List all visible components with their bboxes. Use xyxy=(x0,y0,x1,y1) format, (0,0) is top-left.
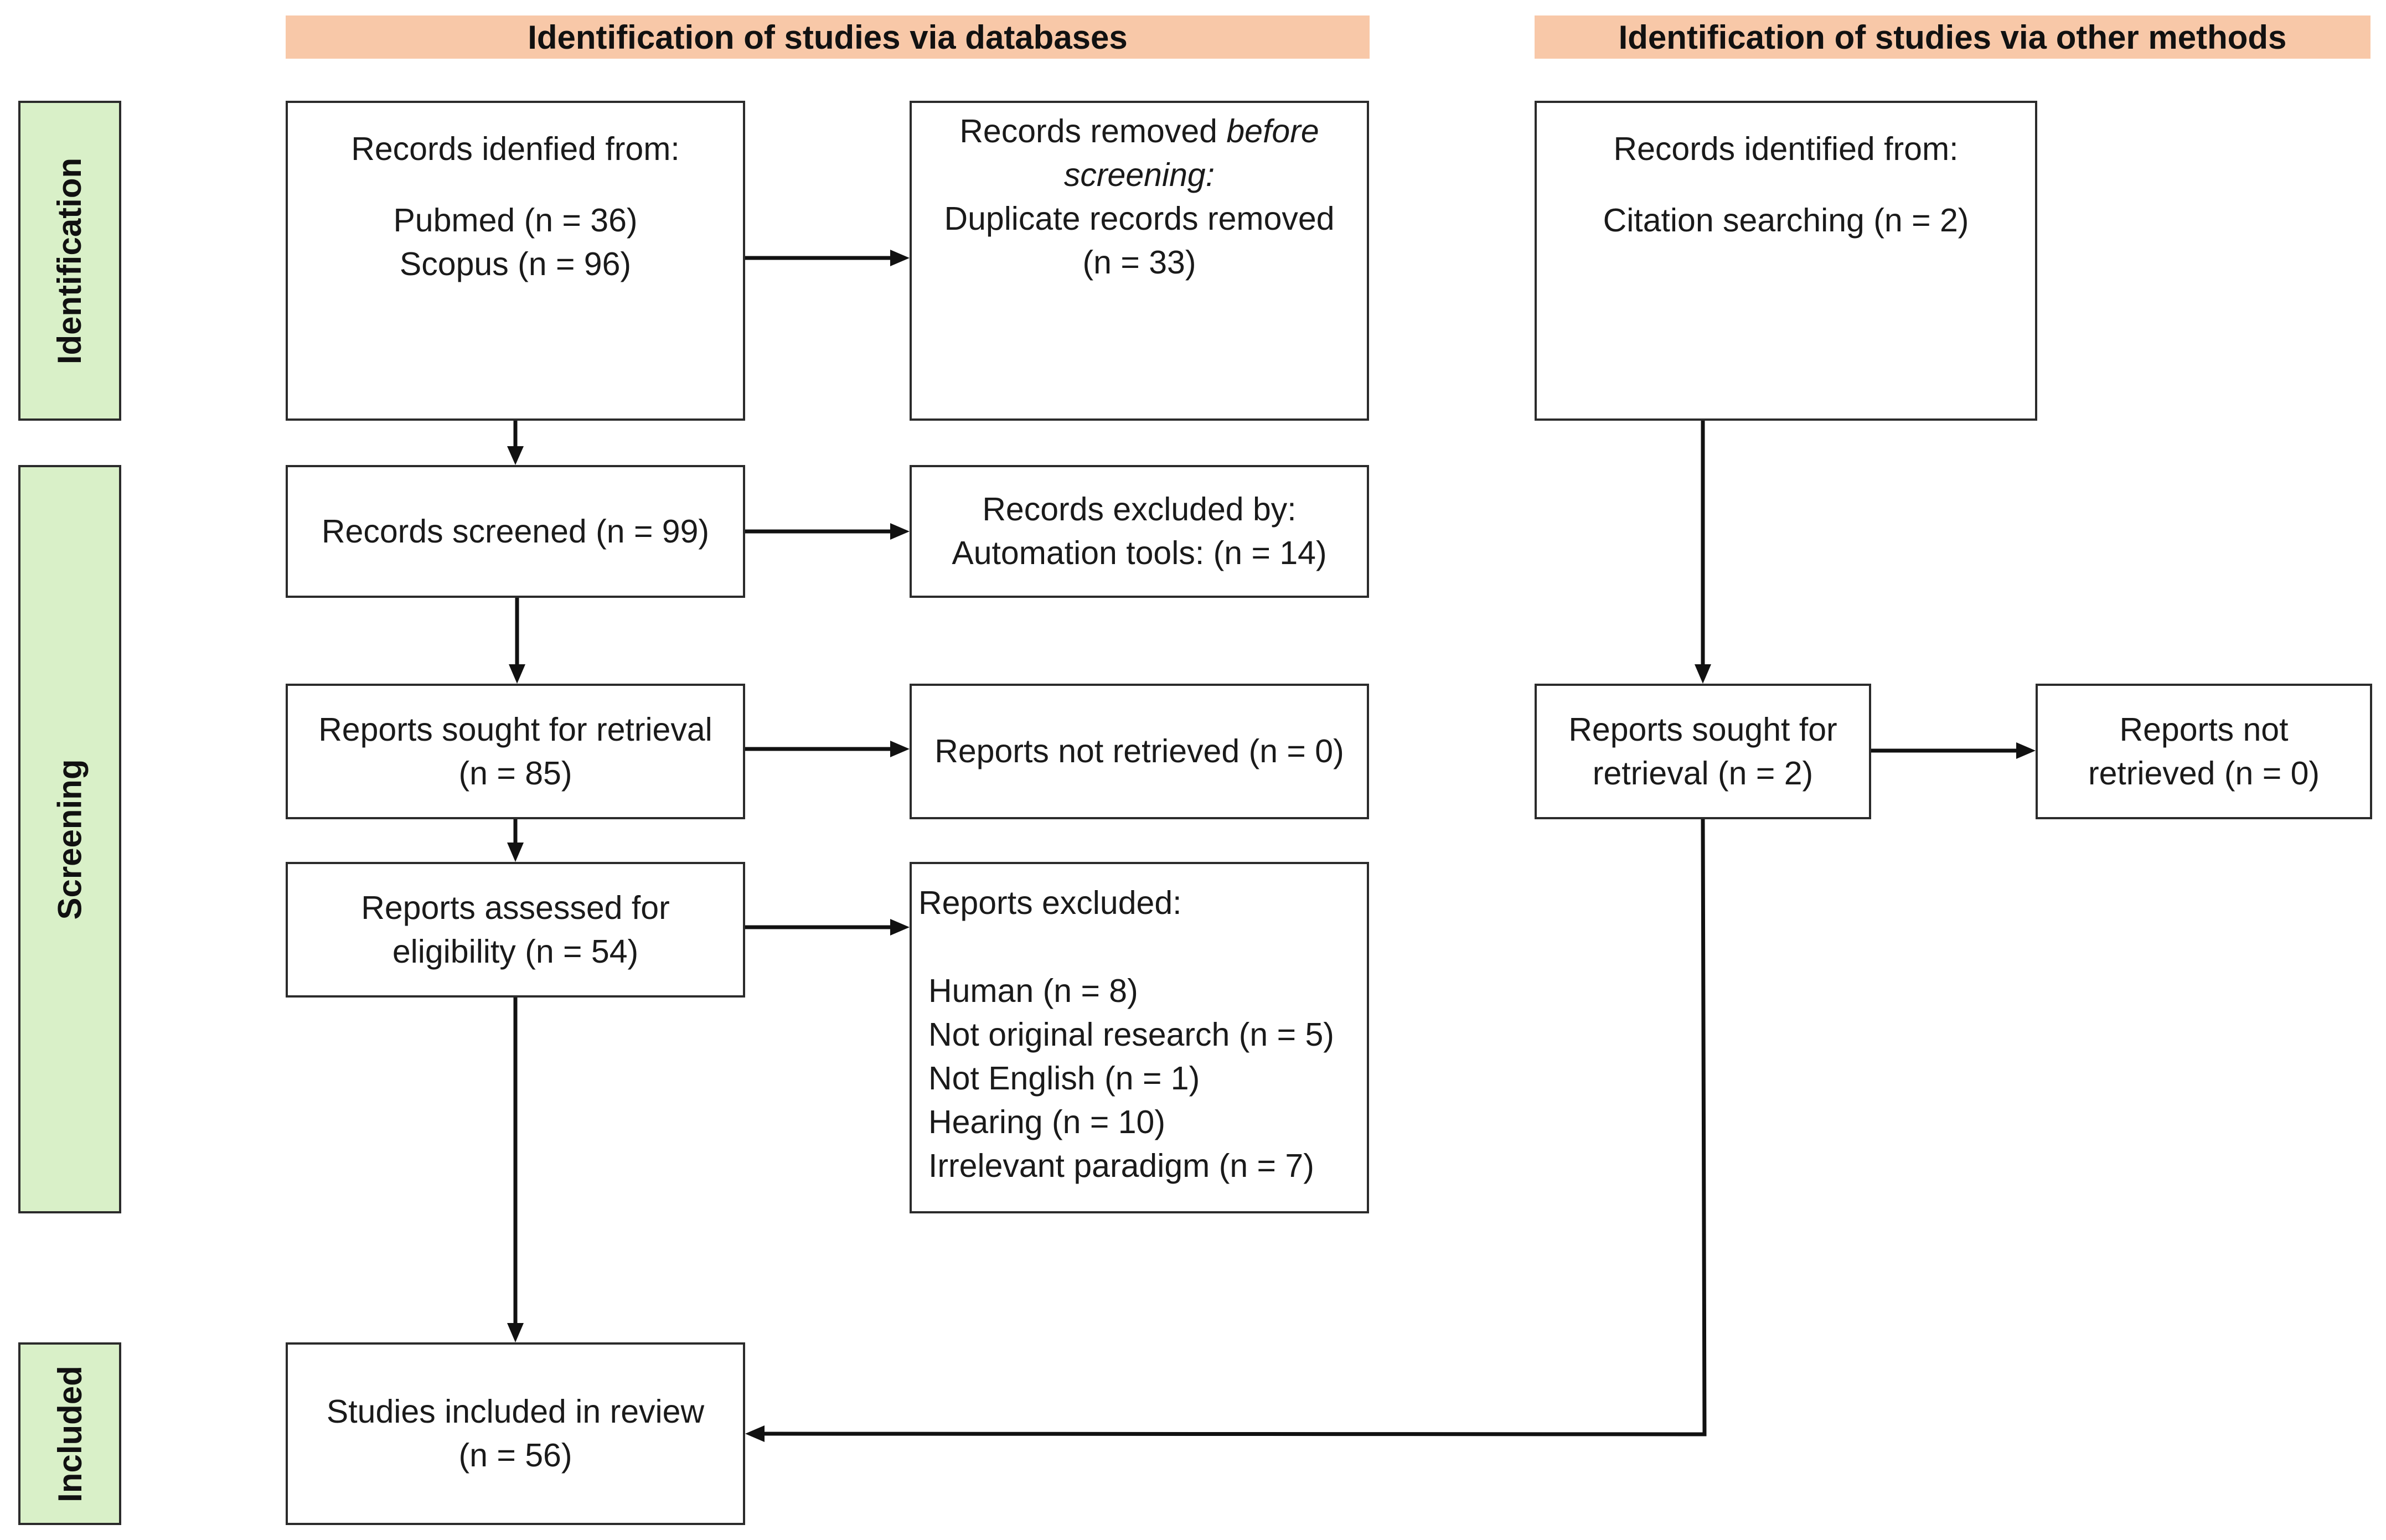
reports-excluded-item: Hearing (n = 10) xyxy=(928,1104,1165,1140)
records-removed-line2: screening: xyxy=(1063,157,1215,193)
box-reports-sought-db: Reports sought for retrieval (n = 85) xyxy=(286,684,745,819)
reports-sought-other-line2: retrieval (n = 2) xyxy=(1592,755,1814,792)
records-screened-text: Records screened (n = 99) xyxy=(321,513,710,550)
header-databases: Identification of studies via databases xyxy=(286,15,1370,59)
arrowhead xyxy=(507,843,524,862)
records-identified-other-citation: Citation searching (n = 2) xyxy=(1603,202,1969,239)
arrowhead xyxy=(890,919,910,936)
box-reports-excluded: Reports excluded: Human (n = 8) Not orig… xyxy=(910,862,1369,1213)
box-records-screened: Records screened (n = 99) xyxy=(286,465,745,598)
reports-not-retrieved-db-text: Reports not retrieved (n = 0) xyxy=(934,733,1344,769)
reports-excluded-item: Irrelevant paradigm (n = 7) xyxy=(928,1148,1314,1184)
phase-identification: Identification xyxy=(18,101,121,421)
studies-included-line2: (n = 56) xyxy=(458,1437,572,1474)
phase-included: Included xyxy=(18,1342,121,1525)
studies-included-line1: Studies included in review xyxy=(326,1393,705,1430)
reports-excluded-title: Reports excluded: xyxy=(918,885,1182,921)
reports-excluded-item: Not original research (n = 5) xyxy=(928,1016,1334,1053)
records-removed-line4: (n = 33) xyxy=(1082,244,1196,281)
reports-sought-db-line2: (n = 85) xyxy=(458,755,572,792)
arrowhead xyxy=(745,1425,765,1442)
box-reports-assessed: Reports assessed for eligibility (n = 54… xyxy=(286,862,745,998)
reports-sought-other-line1: Reports sought for xyxy=(1568,711,1837,748)
box-studies-included: Studies included in review (n = 56) xyxy=(286,1342,745,1525)
reports-not-retrieved-other-line2: retrieved (n = 0) xyxy=(2088,755,2320,792)
records-identified-other-title: Records identified from: xyxy=(1613,131,1959,167)
reports-assessed-line2: eligibility (n = 54) xyxy=(392,933,639,970)
records-identified-db-scopus: Scopus (n = 96) xyxy=(399,246,632,282)
records-removed-line1: Records removed before xyxy=(959,113,1319,149)
records-excluded-line2: Automation tools: (n = 14) xyxy=(952,535,1327,571)
reports-excluded-item: Human (n = 8) xyxy=(928,973,1138,1009)
records-removed-line3: Duplicate records removed xyxy=(944,200,1335,237)
box-reports-not-retrieved-db: Reports not retrieved (n = 0) xyxy=(910,684,1369,819)
arrowhead xyxy=(509,664,525,684)
arrowhead xyxy=(2016,742,2036,759)
records-identified-db-pubmed: Pubmed (n = 36) xyxy=(393,202,638,239)
reports-sought-db-line1: Reports sought for retrieval xyxy=(318,711,712,748)
arrowhead xyxy=(890,523,910,540)
arrowhead xyxy=(890,741,910,757)
reports-excluded-item: Not English (n = 1) xyxy=(928,1060,1200,1097)
header-other-methods: Identification of studies via other meth… xyxy=(1535,15,2370,59)
arrow-other-sought-to-included xyxy=(763,819,1707,1436)
records-excluded-line1: Records excluded by: xyxy=(982,491,1297,528)
reports-not-retrieved-other-line1: Reports not xyxy=(2119,711,2289,748)
box-records-removed: Records removed before screening: Duplic… xyxy=(910,101,1369,421)
arrowhead xyxy=(890,250,910,266)
header-databases-label: Identification of studies via databases xyxy=(528,18,1128,56)
arrowhead xyxy=(507,1323,524,1342)
box-records-identified-other: Records identified from: Citation search… xyxy=(1535,101,2037,421)
box-reports-not-retrieved-other: Reports not retrieved (n = 0) xyxy=(2036,684,2372,819)
phase-screening: Screening xyxy=(18,465,121,1213)
box-records-excluded: Records excluded by: Automation tools: (… xyxy=(910,465,1369,598)
arrowhead xyxy=(507,446,524,465)
box-reports-sought-other: Reports sought for retrieval (n = 2) xyxy=(1535,684,1871,819)
header-other-methods-label: Identification of studies via other meth… xyxy=(1618,18,2287,56)
arrowhead xyxy=(1695,664,1711,684)
reports-assessed-line1: Reports assessed for xyxy=(361,889,670,926)
box-records-identified-db: Records idenfied from: Pubmed (n = 36) S… xyxy=(286,101,745,421)
records-identified-db-title: Records idenfied from: xyxy=(351,131,680,167)
